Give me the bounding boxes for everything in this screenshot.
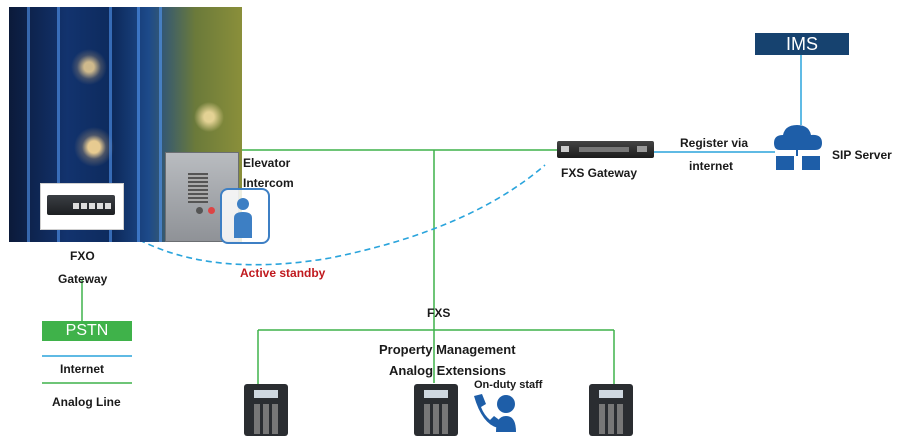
sip-server-label: SIP Server <box>832 148 892 162</box>
fxs-label: FXS <box>427 306 451 320</box>
headset-staff-icon <box>474 394 516 432</box>
register-via-label: Register via <box>680 136 749 150</box>
pstn-box <box>42 321 132 341</box>
person-icon <box>220 188 270 244</box>
elevator-label: Elevator <box>243 156 291 170</box>
ims-label: IMS <box>785 34 818 54</box>
property-management-label: Property Management <box>379 342 516 357</box>
gateway-label: Gateway <box>58 272 108 286</box>
ims-box <box>755 33 849 55</box>
fxs-gateway-label: FXS Gateway <box>561 166 638 180</box>
legend-analog-label: Analog Line <box>52 395 121 409</box>
fxs-gateway-device <box>557 141 654 158</box>
analog-extensions-label: Analog Extensions <box>389 363 507 378</box>
active-standby-arc <box>121 164 546 266</box>
internet-register-label: internet <box>689 159 734 173</box>
desk-phone-icon <box>414 384 458 436</box>
cloud-server-icon <box>774 125 822 170</box>
pstn-label: PSTN <box>65 322 109 339</box>
legend-internet-label: Internet <box>60 362 105 376</box>
intercom-label: Intercom <box>243 176 294 190</box>
fxo-gateway-device <box>47 195 115 215</box>
desk-phone-icon <box>589 384 633 436</box>
on-duty-staff-label: On-duty staff <box>474 379 543 391</box>
active-standby-label: Active standby <box>240 266 326 280</box>
fxo-label: FXO <box>70 249 95 263</box>
desk-phone-icon <box>244 384 288 436</box>
